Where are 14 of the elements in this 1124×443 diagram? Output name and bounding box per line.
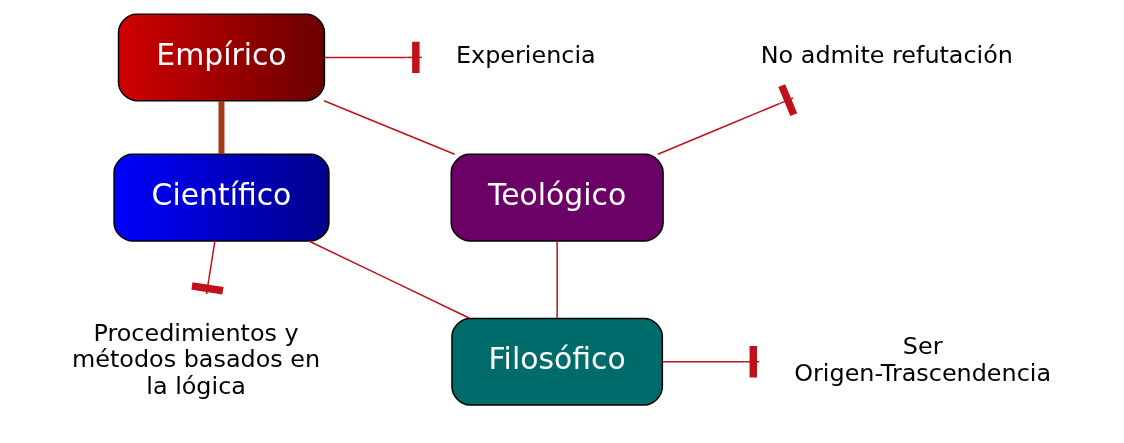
node-box: Empírico [117,13,326,102]
node-text: Procedimientos y métodos basados en la lógica [72,318,321,401]
node-box: Científico [113,153,330,242]
connector [218,100,225,154]
connector [323,100,456,155]
node-text: Experiencia [456,41,596,70]
connector [191,240,224,295]
node-box: Filosófico [451,317,664,406]
node-box: Teológico [450,153,664,242]
connector [308,240,471,319]
connector [657,84,798,155]
node-text: No admite refutación [760,41,1013,70]
node-text: Ser Origen-Trascendencia [794,331,1052,387]
connector [556,240,558,319]
